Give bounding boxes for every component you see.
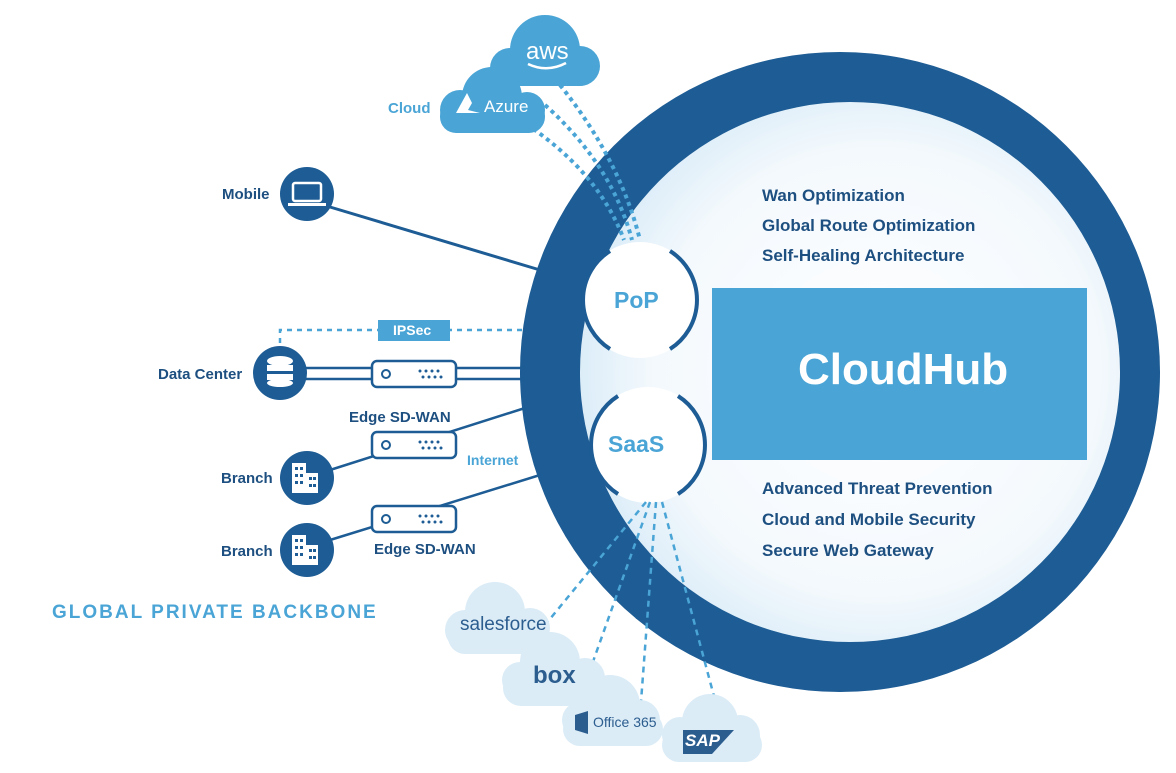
office-logo-icon (575, 711, 588, 734)
feature-item: Cloud and Mobile Security (762, 510, 976, 529)
saas-links (544, 501, 717, 716)
salesforce-cloud (445, 582, 550, 654)
azure-label: Azure (484, 97, 529, 116)
azure-logo-icon (456, 93, 480, 113)
feature-item: Advanced Threat Prevention (762, 479, 993, 498)
backbone-title: GLOBAL PRIVATE BACKBONE (52, 602, 378, 623)
laptop-icon (280, 167, 334, 221)
router-icon (370, 430, 458, 460)
mobile-link (329, 205, 541, 272)
mobile-label: Mobile (222, 186, 270, 203)
cloud-label: Cloud (388, 100, 431, 117)
sap-logo-icon (683, 730, 734, 754)
router-icon (370, 359, 458, 389)
branch-label: Branch (221, 470, 273, 487)
building-icon (280, 451, 334, 505)
cloud-links (518, 83, 642, 241)
edge-sdwan-label: Edge SD-WAN (349, 409, 451, 426)
branch-label: Branch (221, 543, 273, 560)
pop-label: PoP (614, 287, 659, 313)
aws-label: aws (526, 38, 569, 65)
datacenter-label: Data Center (158, 366, 243, 383)
saas-bubble (589, 387, 707, 503)
salesforce-label: salesforce (460, 614, 547, 635)
aws-smile-icon (527, 61, 567, 70)
pop-bubble (581, 242, 699, 358)
box-label: box (533, 662, 576, 689)
office365-label: Office 365 (593, 714, 657, 730)
sap-label: SAP (685, 731, 720, 750)
edge-sdwan-label: Edge SD-WAN (374, 541, 476, 558)
feature-item: Self-Healing Architecture (762, 246, 965, 265)
box-cloud (502, 632, 605, 706)
feature-item: Global Route Optimization (762, 216, 976, 235)
hub-band (712, 288, 1087, 460)
azure-cloud (440, 67, 545, 133)
internet-label: Internet (467, 452, 519, 468)
hub-title: CloudHub (798, 345, 1009, 394)
feature-item: Secure Web Gateway (762, 541, 934, 560)
router-icon (370, 504, 458, 534)
database-icon (253, 346, 307, 400)
ipsec-label: IPSec (393, 322, 432, 338)
building-icon (280, 523, 334, 577)
feature-item: Wan Optimization (762, 186, 905, 205)
saas-label: SaaS (608, 431, 665, 457)
ipsec-tag (378, 320, 450, 341)
